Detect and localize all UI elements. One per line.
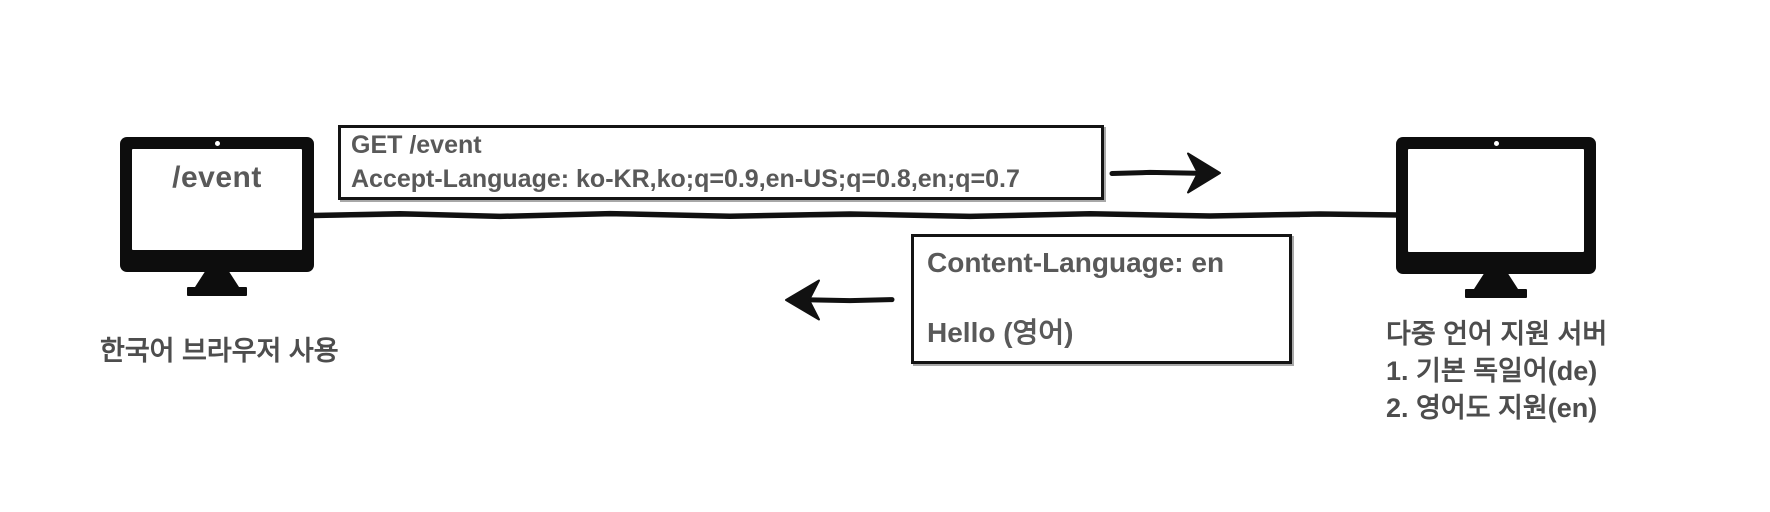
request-line-accept-language: Accept-Language: ko-KR,ko;q=0.9,en-US;q=… <box>351 164 1020 193</box>
server-caption-item-german: 1. 기본 독일어(de) <box>1386 356 1598 386</box>
client-monitor-bezel: /event <box>120 137 314 272</box>
monitor-stand-base <box>1465 289 1527 298</box>
client-caption: 한국어 브라우저 사용 <box>100 336 339 366</box>
response-line-body: Hello (영어) <box>927 317 1074 348</box>
request-arrow-icon <box>1109 152 1221 194</box>
monitor-stand-neck <box>1474 274 1518 289</box>
request-box: GET /event Accept-Language: ko-KR,ko;q=0… <box>338 125 1104 200</box>
client-monitor-screen: /event <box>132 149 302 250</box>
server-monitor-icon <box>1396 137 1596 300</box>
client-monitor-icon: /event <box>120 137 314 297</box>
server-monitor-screen <box>1408 149 1584 252</box>
client-screen-label: /event <box>172 161 262 194</box>
connection-line-texture <box>329 213 1301 218</box>
response-box: Content-Language: en Hello (영어) <box>911 234 1292 364</box>
response-line-content-language: Content-Language: en <box>927 247 1225 278</box>
monitor-stand-base <box>187 287 247 296</box>
camera-dot-icon <box>214 141 220 146</box>
camera-dot-icon <box>1493 141 1499 146</box>
server-caption-item-english: 2. 영어도 지원(en) <box>1386 393 1598 423</box>
monitor-stand-neck <box>195 272 239 287</box>
server-caption: 다중 언어 지원 서버 1. 기본 독일어(de) 2. 영어도 지원(en) <box>1386 316 1607 427</box>
connection-line <box>311 210 1401 220</box>
response-arrow-icon <box>785 279 895 321</box>
server-caption-title: 다중 언어 지원 서버 <box>1386 319 1608 349</box>
request-line-method: GET /event <box>351 131 482 160</box>
server-monitor-bezel <box>1396 137 1596 274</box>
